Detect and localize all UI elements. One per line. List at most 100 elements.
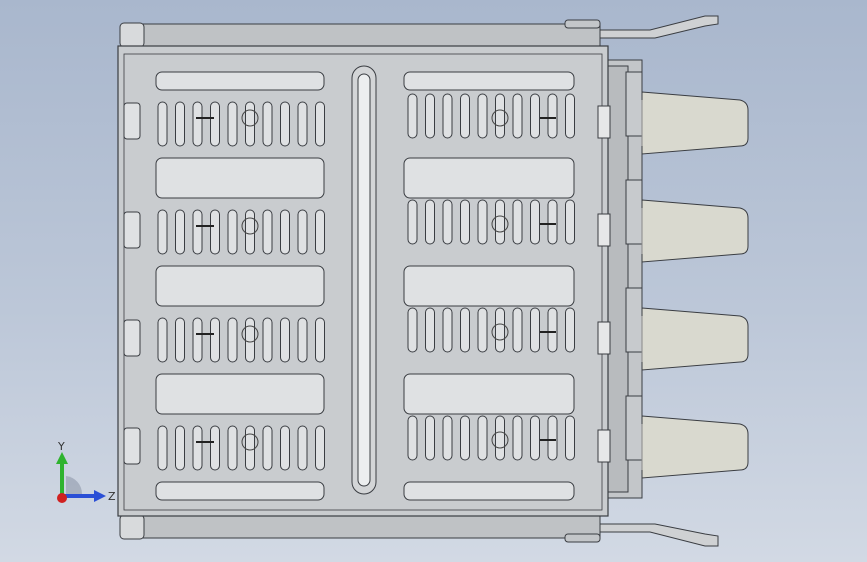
vent-slot (262, 209, 273, 255)
vent-slot (512, 307, 523, 353)
horizontal-slot (403, 157, 575, 199)
center-rib-slot (357, 73, 371, 487)
bottom-rail (129, 515, 601, 539)
horizontal-slot (403, 373, 575, 415)
vent-slot (512, 415, 523, 461)
vent-slot (530, 93, 540, 139)
vent-slot (280, 317, 290, 363)
z-axis-label: Z (108, 490, 116, 503)
port-latch-window (597, 105, 611, 139)
vent-slot (512, 93, 523, 139)
vent-slot (315, 101, 325, 147)
vent-slot (297, 425, 308, 471)
vent-slot (425, 93, 435, 139)
vent-slot (547, 199, 558, 245)
vent-slot (547, 307, 558, 353)
top-rail (129, 23, 601, 47)
vent-slot (245, 317, 255, 363)
vent-slot (210, 209, 220, 255)
vent-slot (175, 101, 185, 147)
vent-slot (262, 317, 273, 363)
vent-slot (425, 307, 435, 353)
vent-slot (262, 425, 273, 471)
vent-slot (210, 317, 220, 363)
bottom-latch-arm (599, 523, 719, 547)
vent-slot (565, 93, 575, 139)
vent-slot (280, 101, 290, 147)
contact-ring (491, 323, 509, 341)
port-latch-window (597, 429, 611, 463)
vent-slot (407, 93, 418, 139)
vent-slot (460, 415, 470, 461)
vent-slot (192, 101, 203, 147)
top-rail-end-cap (119, 22, 145, 48)
cage-body-inset (123, 53, 603, 511)
vent-slot (210, 101, 220, 147)
vent-slot (245, 101, 255, 147)
top-latch-arm (599, 15, 719, 39)
z-axis-arrowhead (94, 490, 106, 502)
x-axis-dot (57, 493, 67, 503)
port-flange (625, 71, 643, 137)
vent-slot (407, 199, 418, 245)
vent-slot (565, 307, 575, 353)
vent-slot (442, 93, 453, 139)
port-plug (641, 91, 749, 155)
vent-slot (227, 209, 238, 255)
vent-slot (297, 317, 308, 363)
vent-slot (280, 425, 290, 471)
contact-ring (491, 431, 509, 449)
vent-slot (227, 317, 238, 363)
vent-slot (280, 209, 290, 255)
vent-slot (297, 101, 308, 147)
y-axis-label: Y (57, 440, 65, 453)
contact-ring (491, 215, 509, 233)
vent-slot (565, 415, 575, 461)
port-plug (641, 307, 749, 371)
port-plug (641, 415, 749, 479)
vent-slot (192, 317, 203, 363)
horizontal-slot (155, 71, 325, 91)
left-notch (123, 211, 141, 249)
port-latch-window (597, 213, 611, 247)
vent-slot (495, 199, 505, 245)
vent-slot (315, 209, 325, 255)
vent-slot (477, 93, 488, 139)
vent-slot (210, 425, 220, 471)
left-notch (123, 319, 141, 357)
port-latch-window (597, 321, 611, 355)
vent-slot (460, 199, 470, 245)
bottom-rail-end-cap (119, 514, 145, 540)
vent-slot (297, 209, 308, 255)
horizontal-slot (155, 373, 325, 415)
vent-slot (192, 209, 203, 255)
vent-slot (157, 209, 168, 255)
horizontal-slot (403, 265, 575, 307)
vent-slot (407, 307, 418, 353)
vent-slot (477, 307, 488, 353)
horizontal-slot (155, 481, 325, 501)
bottom-latch-clip (564, 533, 601, 543)
port-plug (641, 199, 749, 263)
vent-slot (547, 93, 558, 139)
vent-slot (495, 415, 505, 461)
vent-slot (530, 307, 540, 353)
vent-slot (495, 307, 505, 353)
port-flange (625, 179, 643, 245)
horizontal-slot (155, 157, 325, 199)
vent-slot (157, 317, 168, 363)
triad-plane (66, 476, 83, 494)
contact-ring (241, 325, 259, 343)
vent-slot (547, 415, 558, 461)
contact-ring (241, 433, 259, 451)
top-latch-clip (564, 19, 601, 29)
vent-slot (460, 307, 470, 353)
vent-slot (425, 415, 435, 461)
contact-ring (491, 109, 509, 127)
vent-slot (530, 415, 540, 461)
horizontal-slot (155, 265, 325, 307)
vent-slot (512, 199, 523, 245)
vent-slot (245, 209, 255, 255)
